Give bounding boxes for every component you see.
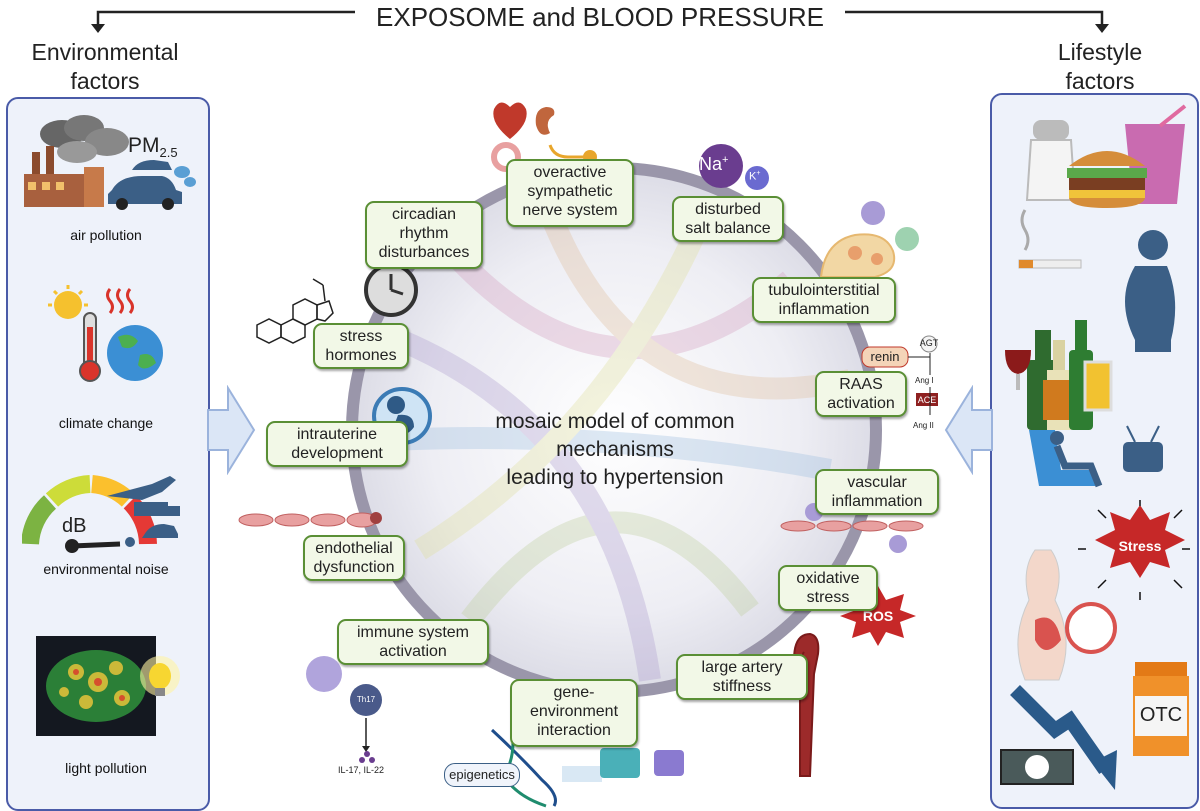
k-text: K xyxy=(749,170,757,183)
life-heading-line2: factors xyxy=(1065,68,1135,94)
na-text: Na xyxy=(699,154,723,174)
mechanism-endothelial: endothelial dysfunction xyxy=(303,535,405,581)
stress-arrows-icon xyxy=(1078,500,1190,600)
mechanism-intrauterine: intrauterine development xyxy=(266,421,408,467)
right-input-arrow xyxy=(944,385,993,475)
vascular-line1: vascular xyxy=(847,474,907,491)
ang1-label: Ang I xyxy=(915,376,934,385)
artery-line2: stiffness xyxy=(712,678,772,695)
ace-label: ACE xyxy=(917,395,937,405)
mechanism-raas: RAAS activation xyxy=(815,371,907,417)
lifestyle-icons xyxy=(1000,104,1189,790)
mechanism-sympathetic: overactive sympathetic nerve system xyxy=(506,159,634,227)
mechanism-circadian: circadian rhythm disturbances xyxy=(365,201,483,269)
left-input-arrow xyxy=(207,385,256,475)
life-heading-line1: Lifestyle xyxy=(1057,39,1143,65)
na-k-icon xyxy=(699,144,769,190)
ros-label: ROS xyxy=(862,608,894,624)
env-heading-line1: Environmental xyxy=(31,39,179,65)
sympathetic-line2: sympathetic xyxy=(527,183,613,200)
kidney-cells-icon xyxy=(819,201,919,278)
air-pollution-icon xyxy=(24,115,196,210)
air-pollution-label: air pollution xyxy=(70,227,142,243)
immune-line1: immune system xyxy=(356,624,470,641)
gene-line2: environment xyxy=(529,703,619,720)
gene-line3: interaction xyxy=(537,722,611,739)
raas-line1: RAAS xyxy=(839,376,883,393)
k-label: K+ xyxy=(749,170,760,183)
intrauterine-line2: development xyxy=(291,445,383,462)
light-pollution-label: light pollution xyxy=(65,760,147,776)
k-sup: + xyxy=(756,170,761,177)
tubulo-line1: tubulointerstitial xyxy=(768,282,880,299)
endothelial-line2: dysfunction xyxy=(313,559,395,576)
renin-label: renin xyxy=(870,349,900,364)
oxidative-line1: oxidative xyxy=(796,570,860,587)
oxidative-line2: stress xyxy=(806,589,850,606)
climate-change-icon xyxy=(48,285,163,382)
env-heading-line2: factors xyxy=(70,68,140,94)
center-line2: mechanisms xyxy=(556,438,674,461)
mosaic-circle xyxy=(346,162,882,698)
otc-label: OTC xyxy=(1139,704,1183,726)
environmental-noise-label: environmental noise xyxy=(43,561,169,577)
mechanism-tubulointerstitial: tubulointerstitial inflammation xyxy=(752,277,896,323)
mechanism-artery-stiffness: large artery stiffness xyxy=(676,654,808,700)
immune-cells-icon xyxy=(306,656,382,763)
salt-shaker-icon xyxy=(1025,120,1077,201)
agt-label: AGT xyxy=(919,338,939,348)
lifestyle-factors-heading: Lifestyle factors xyxy=(1000,38,1200,96)
clock-icon xyxy=(364,263,418,317)
stress-label: Stress xyxy=(1118,538,1162,554)
climate-change-label: climate change xyxy=(58,415,154,431)
tubulo-line2: inflammation xyxy=(778,301,870,318)
artery-line1: large artery xyxy=(701,659,783,676)
th17-label: Th17 xyxy=(356,695,376,704)
ang2-label: Ang II xyxy=(913,421,934,430)
circadian-line1: circadian xyxy=(391,206,457,223)
intrauterine-line1: intrauterine xyxy=(296,426,378,443)
mechanism-immune: immune system activation xyxy=(337,619,489,665)
circadian-line2: rhythm xyxy=(399,225,449,242)
stress-hormones-line1: stress xyxy=(339,328,383,345)
na-label: Na+ xyxy=(699,154,728,175)
noise-icon xyxy=(22,475,180,553)
aorta-icon xyxy=(793,632,820,777)
pm25-label: PM2.5 xyxy=(128,134,178,160)
raas-line2: activation xyxy=(827,395,895,412)
stress-hormones-line2: hormones xyxy=(325,347,397,364)
vascular-cells-icon xyxy=(780,503,924,553)
na-sup: + xyxy=(722,154,729,166)
mechanism-vascular: vascular inflammation xyxy=(815,469,939,515)
pm-subscript: 2.5 xyxy=(159,145,178,161)
gene-line1: gene- xyxy=(553,684,595,701)
mechanism-salt-balance: disturbed salt balance xyxy=(672,196,784,242)
environmental-factors-heading: Environmental factors xyxy=(0,38,210,96)
mechanism-oxidative: oxidative stress xyxy=(778,565,878,611)
salt-line2: salt balance xyxy=(685,220,771,237)
immune-line2: activation xyxy=(379,643,447,660)
circadian-line3: disturbances xyxy=(378,244,470,261)
center-line3: leading to hypertension xyxy=(506,466,724,489)
raas-pathway-icon xyxy=(861,335,938,415)
endothelial-line1: endothelial xyxy=(315,540,393,557)
central-caption: mosaic model of common mechanisms leadin… xyxy=(470,408,760,492)
il-label: IL-17, IL-22 xyxy=(338,765,385,775)
center-line1: mosaic model of common xyxy=(495,410,735,433)
diagram-title: EXPOSOME and BLOOD PRESSURE xyxy=(376,2,824,32)
salt-line1: disturbed xyxy=(695,201,761,218)
sympathetic-line1: overactive xyxy=(533,164,607,181)
mechanism-stress-hormones: stress hormones xyxy=(313,323,409,369)
steroid-molecule-icon xyxy=(256,278,334,344)
db-label: dB xyxy=(62,515,87,537)
epigenetics-label: epigenetics xyxy=(444,763,520,787)
endothelial-cells-icon xyxy=(238,512,382,528)
sympathetic-line3: nerve system xyxy=(522,202,618,219)
mechanism-gene-environment: gene- environment interaction xyxy=(510,679,638,747)
title-arrows xyxy=(91,10,1109,33)
vascular-line2: inflammation xyxy=(831,493,923,510)
pm-text: PM xyxy=(128,134,160,157)
light-pollution-icon xyxy=(36,636,180,736)
